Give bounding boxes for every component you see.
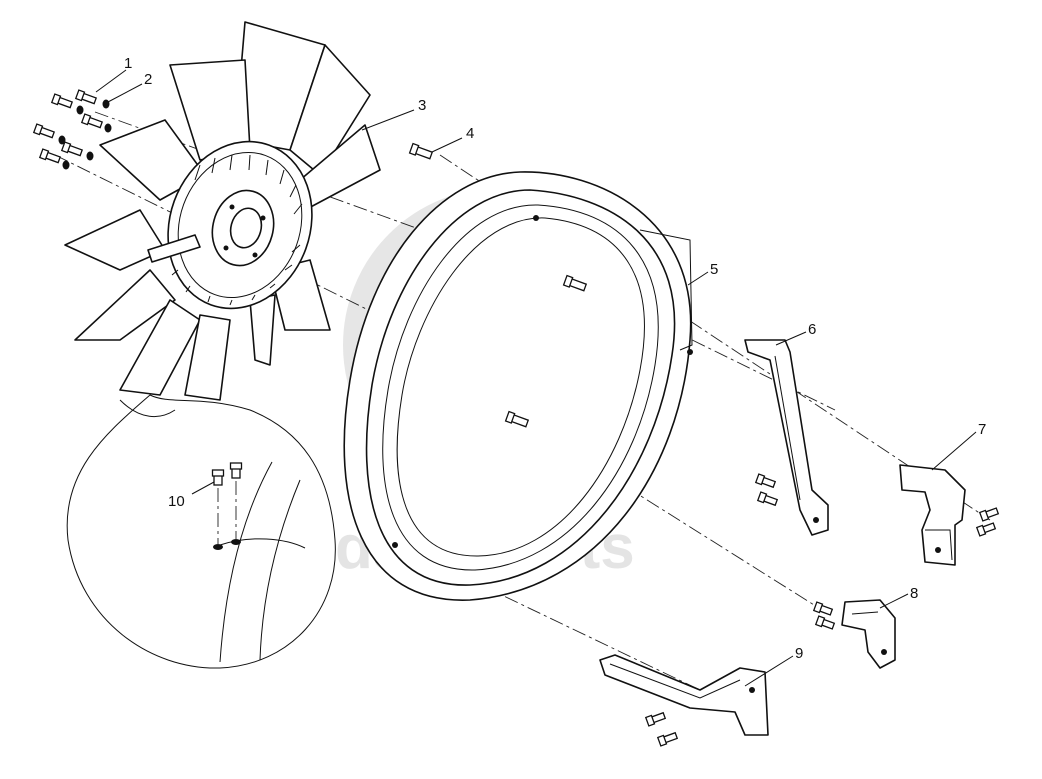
callout-4: 4	[466, 125, 474, 142]
fan-mounting-bolts	[32, 89, 104, 164]
shroud-bolts	[408, 142, 588, 428]
support-arm	[744, 339, 829, 536]
ground-detail-view	[66, 394, 336, 669]
callout-8: 8	[910, 585, 918, 602]
callout-3: 3	[418, 97, 426, 114]
lower-support	[599, 654, 769, 736]
callout-2: 2	[144, 71, 152, 88]
bracket-lower	[841, 599, 896, 669]
fan-assembly	[64, 21, 381, 401]
callout-10: 10	[168, 493, 185, 510]
bracket-upper-bolts	[975, 507, 1000, 537]
callout-9: 9	[795, 645, 803, 662]
callout-1: 1	[124, 55, 132, 72]
callout-5: 5	[710, 261, 718, 278]
support-arm-bolts	[754, 473, 779, 507]
callout-6: 6	[808, 321, 816, 338]
lower-support-bolts	[644, 711, 679, 747]
callout-7: 7	[978, 421, 986, 438]
callouts: 1 2 3 4 5 6 7 8 9 10	[124, 55, 986, 662]
fan-shroud	[343, 171, 693, 601]
bracket-lower-bolts	[812, 601, 836, 630]
bracket-upper	[899, 464, 966, 566]
leader-lines	[95, 69, 977, 687]
fan-washers	[58, 99, 112, 170]
